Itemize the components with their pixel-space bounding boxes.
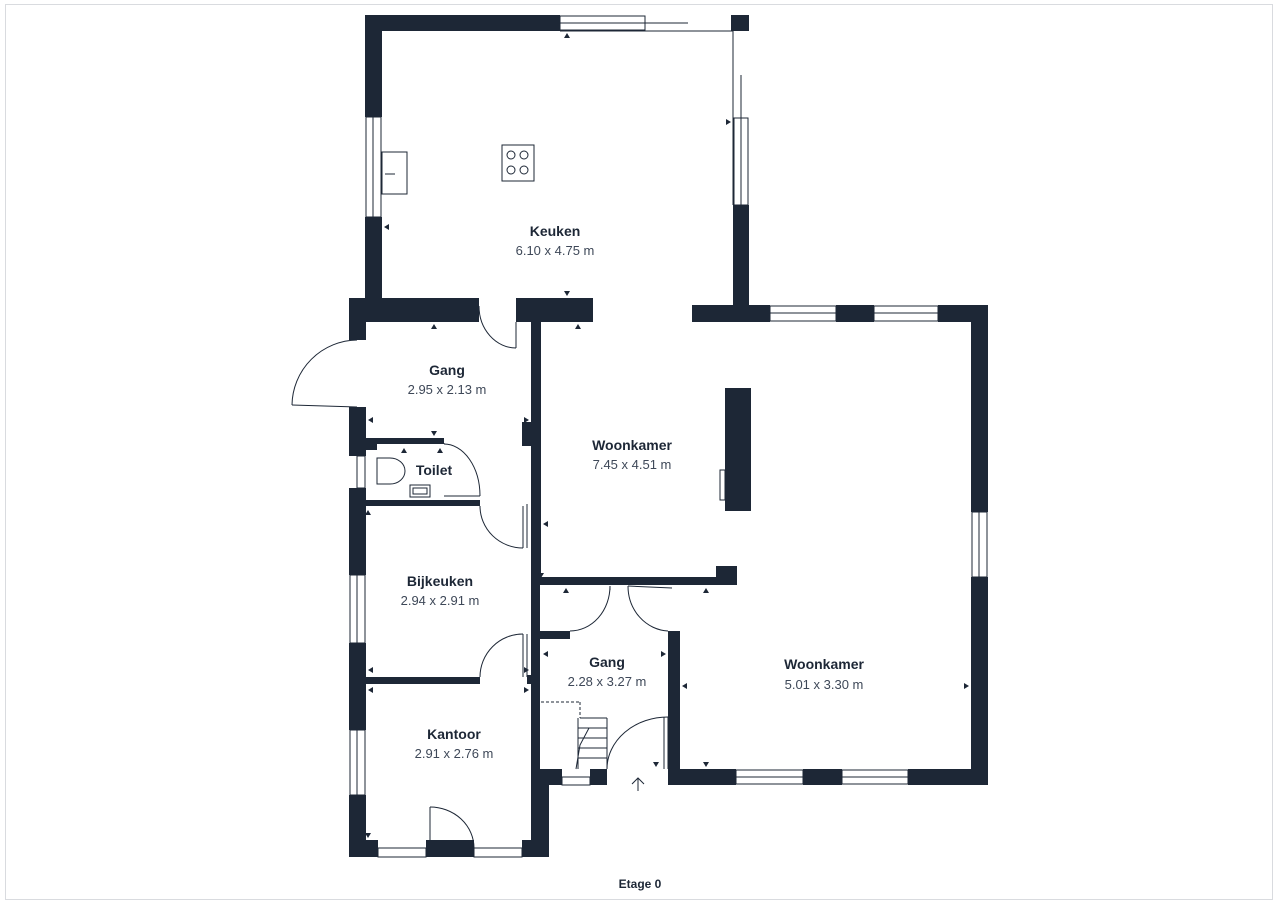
walls xyxy=(349,15,988,857)
room-size-woonkamer-1: 7.45 x 4.51 m xyxy=(593,457,672,472)
window xyxy=(356,455,366,489)
wall xyxy=(590,769,607,785)
room-name-bijkeuken: Bijkeuken xyxy=(407,573,473,589)
room-size-gang-top: 2.95 x 2.13 m xyxy=(408,382,487,397)
wall xyxy=(731,15,749,31)
wall xyxy=(349,488,366,575)
fireplace-icon xyxy=(719,469,726,501)
room-name-woonkamer-2: Woonkamer xyxy=(784,656,864,672)
room-size-woonkamer-2: 5.01 x 3.30 m xyxy=(785,677,864,692)
room-name-keuken: Keuken xyxy=(530,223,581,239)
wall xyxy=(349,643,366,730)
wall xyxy=(349,407,366,456)
wall xyxy=(366,500,480,506)
wall xyxy=(836,305,874,322)
room-name-woonkamer-1: Woonkamer xyxy=(592,437,672,453)
room-size-keuken: 6.10 x 4.75 m xyxy=(516,243,595,258)
wall xyxy=(692,305,770,322)
wall xyxy=(516,298,593,322)
window xyxy=(377,847,427,858)
wall xyxy=(365,15,560,31)
wall xyxy=(971,305,988,512)
entrance-arrow-icon xyxy=(631,777,645,791)
room-labels: Keuken 6.10 x 4.75 m Gang 2.95 x 2.13 m … xyxy=(401,223,865,891)
wall xyxy=(733,205,749,305)
stairs-icon xyxy=(541,701,608,770)
wall xyxy=(365,15,382,117)
chimney xyxy=(725,388,751,511)
wall xyxy=(908,769,988,785)
wall xyxy=(349,298,479,322)
dimension-markers xyxy=(365,33,969,838)
wall xyxy=(531,581,540,856)
floor-label: Etage 0 xyxy=(619,877,662,891)
room-size-gang-bottom: 2.28 x 3.27 m xyxy=(568,674,647,689)
wall xyxy=(426,840,474,857)
wall xyxy=(540,631,570,639)
wall xyxy=(803,769,842,785)
wall xyxy=(540,769,562,785)
wall xyxy=(531,577,736,585)
wall xyxy=(366,438,444,444)
wall xyxy=(366,438,377,450)
room-name-toilet: Toilet xyxy=(416,462,453,478)
wall xyxy=(531,322,541,581)
wall xyxy=(668,769,736,785)
drawing-frame xyxy=(5,4,1273,900)
wash-basin-icon xyxy=(409,484,431,498)
room-name-gang-top: Gang xyxy=(429,362,465,378)
room-name-gang-bottom: Gang xyxy=(589,654,625,670)
wall xyxy=(716,566,737,585)
wall xyxy=(668,631,680,785)
wall xyxy=(522,422,534,446)
room-name-kantoor: Kantoor xyxy=(427,726,481,742)
wall xyxy=(365,217,382,306)
room-size-kantoor: 2.91 x 2.76 m xyxy=(415,746,494,761)
doors xyxy=(291,305,673,849)
hob-icon xyxy=(501,144,535,182)
wall xyxy=(366,677,480,684)
window xyxy=(561,776,591,786)
wall xyxy=(349,298,366,340)
windows xyxy=(349,15,988,858)
fixtures xyxy=(376,144,726,791)
wall xyxy=(971,577,988,785)
wall xyxy=(527,675,535,684)
room-size-bijkeuken: 2.94 x 2.91 m xyxy=(401,593,480,608)
window xyxy=(473,847,523,858)
sink-icon xyxy=(381,151,408,195)
toilet-icon xyxy=(376,457,406,485)
wall xyxy=(349,840,378,857)
wall xyxy=(531,785,549,857)
